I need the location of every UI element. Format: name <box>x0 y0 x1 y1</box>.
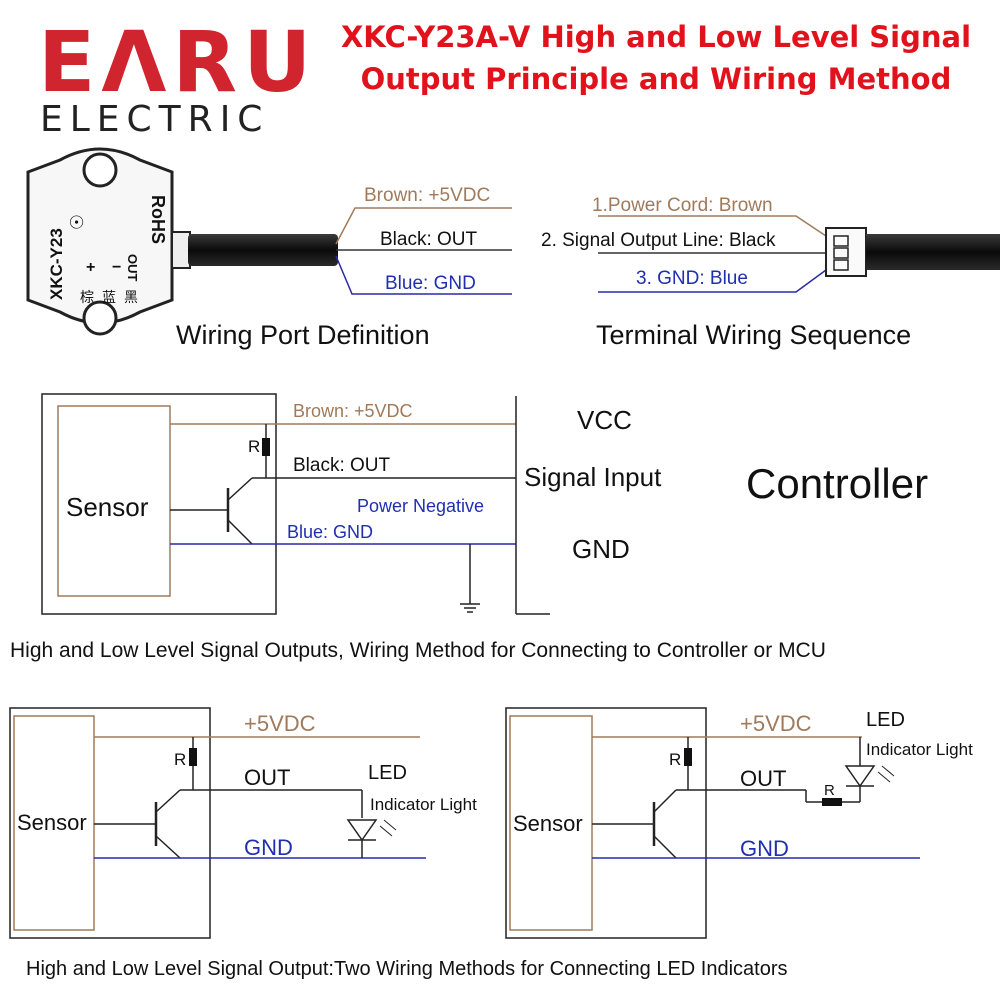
controller-label: Controller <box>746 460 928 507</box>
blue-wire <box>335 255 512 295</box>
terminal-brown-wire <box>598 215 827 237</box>
led1-led-label: LED <box>368 762 407 784</box>
led2-indicator-label: Indicator Light <box>866 740 973 759</box>
led2-sensor-label: Sensor <box>513 811 583 836</box>
led2-out-label: OUT <box>740 766 786 791</box>
pin-plus-label: + <box>86 259 95 276</box>
brown-wire <box>335 207 512 245</box>
port-blue-label: Blue: GND <box>385 273 476 294</box>
sensor-outer-box <box>41 393 277 615</box>
power-negative-label: Power Negative <box>357 496 484 516</box>
sensor-module-illustration: XKC-Y23 ☉ RoHS + − OUT 棕 蓝 黑 <box>26 147 191 336</box>
terminal-cable <box>866 234 1000 270</box>
sensor-cable <box>188 234 338 266</box>
port-brown-label: Brown: +5VDC <box>364 185 490 206</box>
led1-out-label: OUT <box>244 765 290 790</box>
led-wiring-diagram-1: Sensor +5VDC R OUT GND LED Indicator Lig… <box>9 707 477 939</box>
pin-out-label: OUT <box>125 254 140 282</box>
pin-color-blue: 蓝 <box>102 289 116 305</box>
title-line-1: XKC-Y23A-V High and Low Level Signal <box>340 20 972 54</box>
led1-resistor-label: R <box>174 750 186 769</box>
mount-hole-top <box>82 152 118 188</box>
port-definition-caption: Wiring Port Definition <box>176 320 430 350</box>
port-black-label: Black: OUT <box>380 229 478 250</box>
led1-sensor-label: Sensor <box>17 810 87 835</box>
controller-wiring-diagram: Sensor R Brown: +5VDC Black: OUT Power N… <box>41 393 928 615</box>
terminal-caption: Terminal Wiring Sequence <box>596 320 911 350</box>
controller-gnd-label: GND <box>572 534 630 564</box>
terminal-connector <box>825 227 867 277</box>
sensor-model-label: XKC-Y23 <box>47 228 66 300</box>
led2-vdc-label: +5VDC <box>740 711 812 736</box>
brand-logo: EΛRU <box>38 13 318 111</box>
controller-resistor-label: R <box>248 437 260 456</box>
svg-text:☉: ☉ <box>66 214 86 230</box>
led1-indicator-label: Indicator Light <box>370 795 477 814</box>
sensor-inner-box <box>57 405 171 597</box>
cable-gland <box>171 231 191 269</box>
led2-series-resistor <box>822 798 842 806</box>
controller-caption: High and Low Level Signal Outputs, Wirin… <box>10 639 826 662</box>
terminal-blue-wire <box>598 269 827 293</box>
controller-brown-label: Brown: +5VDC <box>293 401 413 421</box>
pin-minus-label: − <box>112 259 121 276</box>
title-line-2: Output Principle and Wiring Method <box>360 62 952 96</box>
controller-blue-label: Blue: GND <box>287 522 373 542</box>
terminal-line-1: 1.Power Cord: Brown <box>592 195 773 216</box>
mount-hole-bottom <box>82 300 118 336</box>
led2-led-label: LED <box>866 709 905 731</box>
controller-sensor-label: Sensor <box>66 492 149 522</box>
led-wiring-diagram-2: Sensor +5VDC R OUT GND R LED Indicator L… <box>505 707 973 939</box>
brand-logo-subtitle: ELECTRIC <box>40 99 270 140</box>
led1-gnd-label: GND <box>244 835 293 860</box>
page-title: XKC-Y23A-V High and Low Level Signal Out… <box>318 16 994 100</box>
led1-resistor <box>189 748 197 766</box>
led2-gnd-label: GND <box>740 836 789 861</box>
led2-diode-icon <box>844 765 876 788</box>
signal-input-label: Signal Input <box>524 462 662 492</box>
led2-series-resistor-label: R <box>824 782 835 799</box>
terminal-line-3: 3. GND: Blue <box>636 268 748 289</box>
led-wiring-caption: High and Low Level Signal Output:Two Wir… <box>26 958 788 980</box>
led1-vdc-label: +5VDC <box>244 711 316 736</box>
terminal-line-2: 2. Signal Output Line: Black <box>541 230 776 251</box>
controller-black-label: Black: OUT <box>293 455 391 476</box>
led1-diode-icon <box>346 819 378 842</box>
pin-color-black: 黑 <box>124 289 138 305</box>
controller-resistor <box>262 438 270 456</box>
pin-color-brown: 棕 <box>80 289 94 305</box>
led2-resistor <box>684 748 692 766</box>
vcc-label: VCC <box>577 405 632 435</box>
led2-resistor-label: R <box>669 750 681 769</box>
rohs-label: RoHS <box>148 195 168 244</box>
